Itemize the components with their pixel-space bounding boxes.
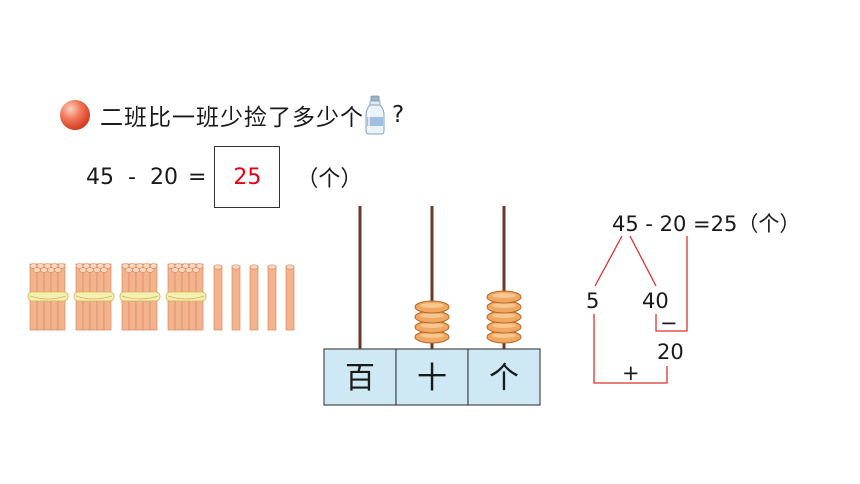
minus-symbol: −	[660, 311, 678, 335]
plus-symbol: +	[622, 361, 640, 385]
abacus-place-cell	[467, 348, 541, 406]
stick-bundle	[73, 263, 115, 331]
abacus-rod	[502, 206, 506, 349]
operand-b: 20	[149, 164, 178, 190]
stick-bundle	[119, 263, 161, 331]
sub-result: 20	[657, 340, 684, 364]
abacus-rod	[358, 206, 362, 349]
unit-label: （个）	[296, 167, 363, 192]
bullet-ball-icon	[60, 100, 90, 130]
split-line-left	[594, 235, 623, 287]
question-mark: ?	[392, 102, 405, 128]
plus-bracket	[593, 314, 668, 384]
minus-sign: -	[128, 164, 136, 190]
question-text: 二班比一班少捡了多少个	[100, 105, 364, 131]
equals-sign: =	[187, 164, 207, 190]
answer-value: 25	[233, 164, 262, 190]
breakdown-diagram: 45 - 20 =25（个） 5 40 − 20 +	[586, 212, 800, 385]
single-stick	[249, 264, 259, 331]
minus-bracket	[655, 236, 688, 332]
single-stick	[213, 264, 223, 331]
place-value-label: 十	[417, 361, 447, 396]
stick-bundle	[27, 263, 69, 331]
single-stick	[285, 264, 295, 331]
bottle-icon	[365, 95, 385, 135]
counting-sticks	[27, 263, 295, 331]
equation-row: 45 - 20 = 25 （个）	[86, 146, 362, 208]
answer-box: 25	[214, 146, 281, 208]
split-line-right	[629, 235, 657, 287]
operand-a: 45	[86, 164, 114, 190]
single-stick	[231, 264, 241, 331]
breakdown-equation: 45 - 20 =25（个）	[612, 212, 800, 236]
stick-bundle	[165, 263, 207, 331]
place-value-label: 百	[345, 361, 375, 396]
abacus-rod	[430, 206, 434, 349]
abacus-place-cell	[395, 348, 469, 406]
split-left: 5	[586, 289, 599, 313]
single-stick	[267, 264, 277, 331]
question-row: 二班比一班少捡了多少个 ?	[60, 95, 405, 135]
split-right: 40	[642, 289, 669, 313]
abacus-place-cell	[323, 348, 397, 406]
place-value-label: 个	[489, 361, 519, 396]
abacus: 百十个	[323, 206, 541, 406]
